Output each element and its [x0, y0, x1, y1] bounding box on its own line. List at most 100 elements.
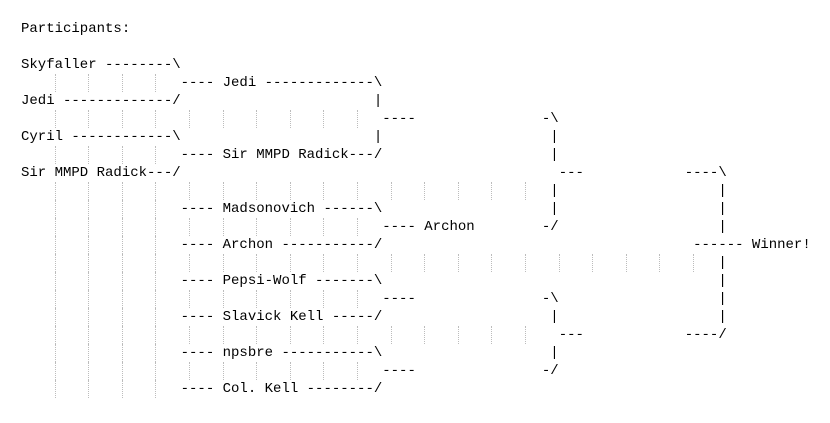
indent-guide: [54, 74, 56, 92]
indent-guide: [155, 200, 157, 218]
indent-guide: [88, 218, 90, 236]
indent-guide: [121, 362, 123, 380]
indent-guide: [54, 326, 56, 344]
indent-guide: [256, 290, 258, 308]
indent-guide: [121, 290, 123, 308]
indent-guide: [189, 326, 190, 344]
indent-guide: [88, 326, 90, 344]
indent-guide: [323, 362, 325, 380]
indent-guide: [256, 182, 258, 200]
indent-guide: [155, 182, 157, 200]
indent-guide: [289, 110, 291, 128]
indent-guide: [155, 236, 157, 254]
indent-guide: [189, 290, 190, 308]
indent-guide: [121, 308, 123, 326]
indent-guide: [88, 362, 90, 380]
indent-guide: [457, 254, 459, 272]
indent-guide: [88, 146, 90, 164]
indent-guide: [424, 254, 426, 272]
indent-guide: [121, 272, 123, 290]
indent-guide: [155, 290, 157, 308]
indent-guide: [256, 218, 258, 236]
indent-guide: [88, 182, 90, 200]
indent-guide: [155, 326, 157, 344]
indent-guide: [54, 200, 56, 218]
indent-guide: [357, 362, 358, 380]
indent-guide: [88, 110, 90, 128]
indent-guide: [323, 326, 325, 344]
indent-guide: [357, 218, 358, 236]
indent-guide: [121, 326, 123, 344]
indent-guide: [54, 254, 56, 272]
indent-guide: [357, 290, 358, 308]
indent-guide: [625, 254, 627, 272]
indent-guide: [88, 236, 90, 254]
indent-guide: [54, 344, 56, 362]
indent-guide: [323, 254, 325, 272]
indent-guide: [592, 254, 594, 272]
indent-guide: [357, 254, 358, 272]
indent-guide: [357, 326, 358, 344]
indent-guide: [323, 182, 325, 200]
indent-guide: [121, 344, 123, 362]
indent-guide: [390, 254, 392, 272]
indent-guide: [88, 272, 90, 290]
indent-guide: [256, 254, 258, 272]
indent-guide: [457, 182, 459, 200]
indent-guide: [121, 200, 123, 218]
indent-guide: [491, 326, 493, 344]
indent-guide: [525, 254, 526, 272]
indent-guide: [121, 182, 123, 200]
indent-guide: [121, 236, 123, 254]
indent-guide: [357, 110, 358, 128]
indent-guide: [222, 218, 224, 236]
indent-guide: [121, 254, 123, 272]
indent-guide: [222, 110, 224, 128]
indent-guide: [424, 182, 426, 200]
indent-guide: [289, 182, 291, 200]
indent-guide: [121, 110, 123, 128]
indent-guide: [88, 74, 90, 92]
indent-guide: [121, 380, 123, 398]
indent-guide: [558, 254, 560, 272]
indent-guide: [54, 308, 56, 326]
indent-guide: [155, 380, 157, 398]
indent-guide: [525, 182, 526, 200]
indent-guide: [357, 182, 358, 200]
indent-guide: [289, 362, 291, 380]
indent-guide: [155, 254, 157, 272]
indent-guide: [54, 236, 56, 254]
indent-guide: [155, 110, 157, 128]
indent-guide: [155, 74, 157, 92]
indent-guide: [54, 182, 56, 200]
indent-guide: [659, 254, 661, 272]
indent-guide: [121, 218, 123, 236]
indent-guide: [189, 218, 190, 236]
indent-guide: [289, 254, 291, 272]
indent-guide: [693, 254, 694, 272]
indent-guide: [424, 326, 426, 344]
indent-guide: [390, 182, 392, 200]
indent-guide: [88, 344, 90, 362]
indent-guide: [222, 290, 224, 308]
indent-guide: [155, 344, 157, 362]
indent-guide: [189, 362, 190, 380]
indent-guide: [54, 146, 56, 164]
indent-guide: [189, 254, 190, 272]
indent-guide: [189, 110, 190, 128]
indent-guide: [491, 182, 493, 200]
indent-guide: [155, 218, 157, 236]
indent-guide: [289, 290, 291, 308]
indent-guide: [222, 326, 224, 344]
editor-text-area[interactable]: Participants: Skyfaller --------\ ---- J…: [21, 21, 811, 397]
indent-guide: [256, 110, 258, 128]
indent-guide: [323, 110, 325, 128]
indent-guide: [121, 74, 123, 92]
indent-guide: [457, 326, 459, 344]
indent-guide: [54, 272, 56, 290]
indent-guide: [155, 146, 157, 164]
indent-guide: [54, 290, 56, 308]
indent-guide: [222, 254, 224, 272]
